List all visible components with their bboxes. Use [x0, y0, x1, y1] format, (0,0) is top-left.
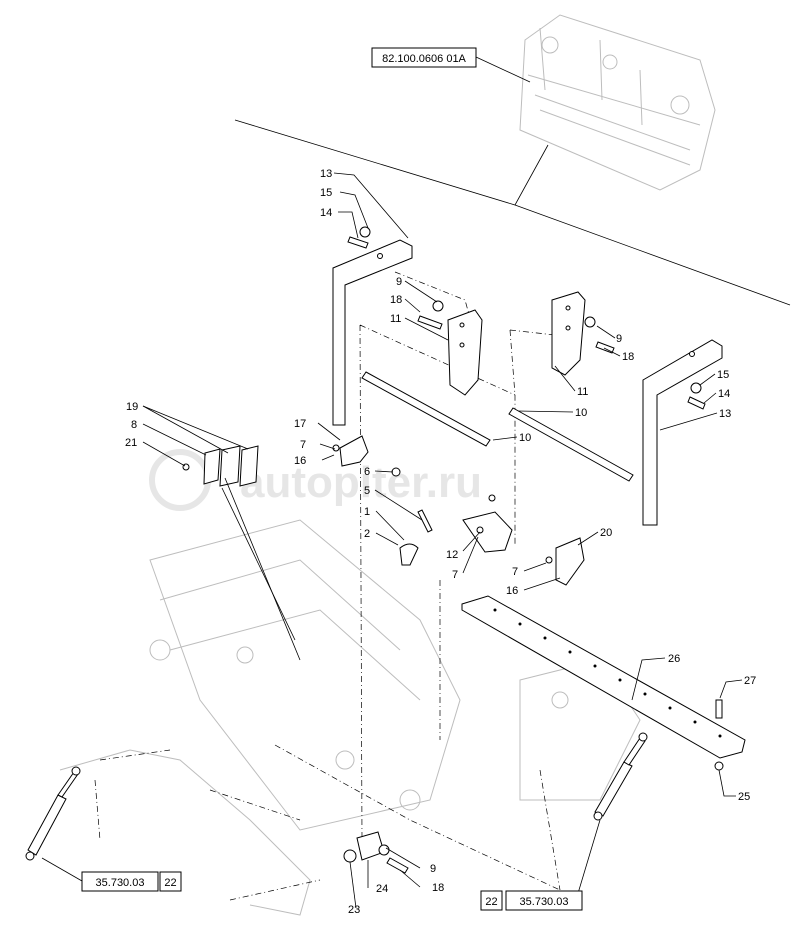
rod-left: [361, 371, 491, 447]
callout-labels: 13 15 14 9 18 11 9 18 11 10 15 14 13 19 …: [125, 168, 756, 916]
callout-17: 17: [294, 418, 306, 430]
ref-box-left[interactable]: 35.730.03 22: [81, 871, 182, 892]
cutting-blade: [461, 595, 746, 759]
ref-code-top: 82.100.0606 01A: [382, 53, 466, 65]
leader-lines: [41, 56, 743, 909]
ref-box-right[interactable]: 22 35.730.03: [480, 890, 583, 911]
callout-14: 14: [320, 207, 332, 219]
callout-18: 18: [432, 882, 444, 894]
callout-14: 14: [718, 388, 730, 400]
callout-7: 7: [512, 566, 518, 578]
callout-9: 9: [396, 276, 402, 288]
ref-code-left: 35.730.03: [96, 877, 145, 889]
alignment-lines: [94, 271, 561, 901]
callout-6: 6: [364, 466, 370, 478]
bucket-assembly-ghost: [519, 14, 716, 191]
small-hardware: [182, 226, 724, 874]
mounting-bracket-left: [447, 309, 483, 396]
callout-16: 16: [506, 585, 518, 597]
callout-11: 11: [390, 313, 401, 325]
callout-15: 15: [320, 187, 332, 199]
upright-arm-right: [642, 339, 723, 526]
callout-1: 1: [364, 506, 370, 518]
callout-11: 11: [577, 386, 588, 398]
callout-26: 26: [668, 653, 680, 665]
callout-12: 12: [446, 549, 458, 561]
callout-23: 23: [348, 904, 360, 916]
callout-24: 24: [376, 883, 388, 895]
ref-code-right: 35.730.03: [520, 896, 569, 908]
callout-9: 9: [430, 863, 436, 875]
ref-badge-right: 22: [485, 896, 497, 908]
callout-8: 8: [131, 419, 137, 431]
rod-right: [508, 407, 634, 482]
callout-21: 21: [125, 437, 137, 449]
callout-27: 27: [744, 675, 756, 687]
callout-13: 13: [320, 168, 332, 180]
callout-13: 13: [719, 408, 731, 420]
callout-7: 7: [452, 569, 458, 581]
callout-7: 7: [300, 439, 306, 451]
callout-10: 10: [575, 407, 587, 419]
callout-9: 9: [616, 333, 622, 345]
callout-16: 16: [294, 455, 306, 467]
callout-20: 20: [600, 527, 612, 539]
callout-19: 19: [126, 401, 138, 413]
upright-arm-left: [332, 239, 413, 426]
callout-18: 18: [390, 294, 402, 306]
ref-badge-left: 22: [164, 877, 176, 889]
watermark: autopiter.ru: [149, 449, 482, 511]
ref-box-top[interactable]: 82.100.0606 01A: [371, 47, 477, 68]
mounting-bracket-right: [551, 291, 586, 376]
callout-25: 25: [738, 791, 750, 803]
gas-strut-right: [593, 732, 648, 821]
gas-strut-left: [25, 766, 81, 861]
callout-10: 10: [519, 432, 531, 444]
callout-15: 15: [717, 369, 729, 381]
callout-18: 18: [622, 351, 634, 363]
section-divider: [234, 119, 791, 306]
callout-5: 5: [364, 485, 370, 497]
callout-2: 2: [364, 528, 370, 540]
